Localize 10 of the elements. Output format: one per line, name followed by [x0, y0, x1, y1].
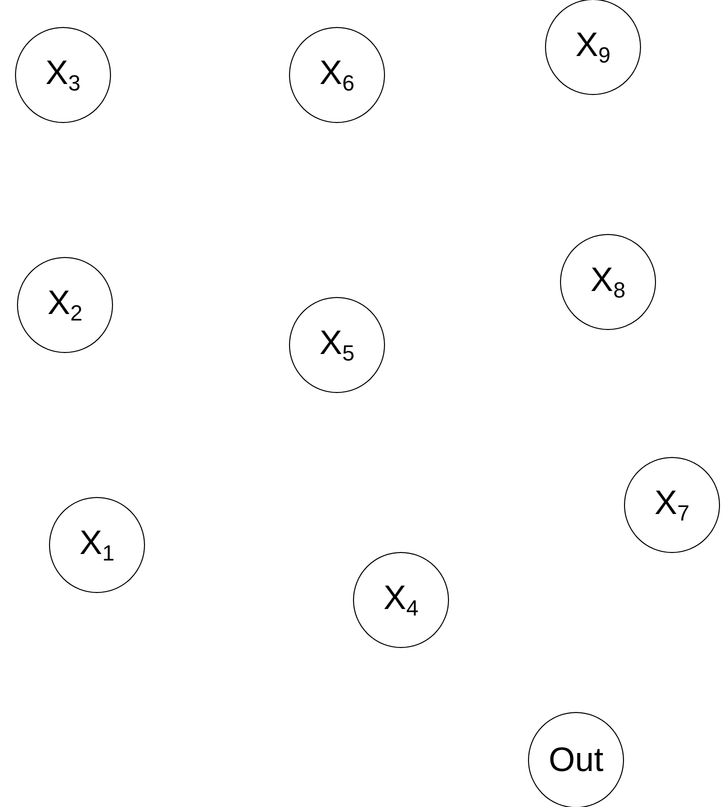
- node-label: X$_{8}$: [590, 262, 626, 302]
- node-label: Out: [548, 743, 604, 777]
- node-label: X$_{6}$: [320, 56, 354, 94]
- node-label: X$_{1}$: [80, 526, 114, 564]
- node-label: X$_{3}$: [46, 56, 80, 94]
- node-label: X$_{7}$: [654, 486, 690, 524]
- node-label: X$_{5}$: [320, 326, 354, 364]
- node-label: X$_{4}$: [384, 580, 418, 620]
- node-label: X$_{2}$: [48, 286, 82, 324]
- node-label: X$_{9}$: [576, 28, 610, 66]
